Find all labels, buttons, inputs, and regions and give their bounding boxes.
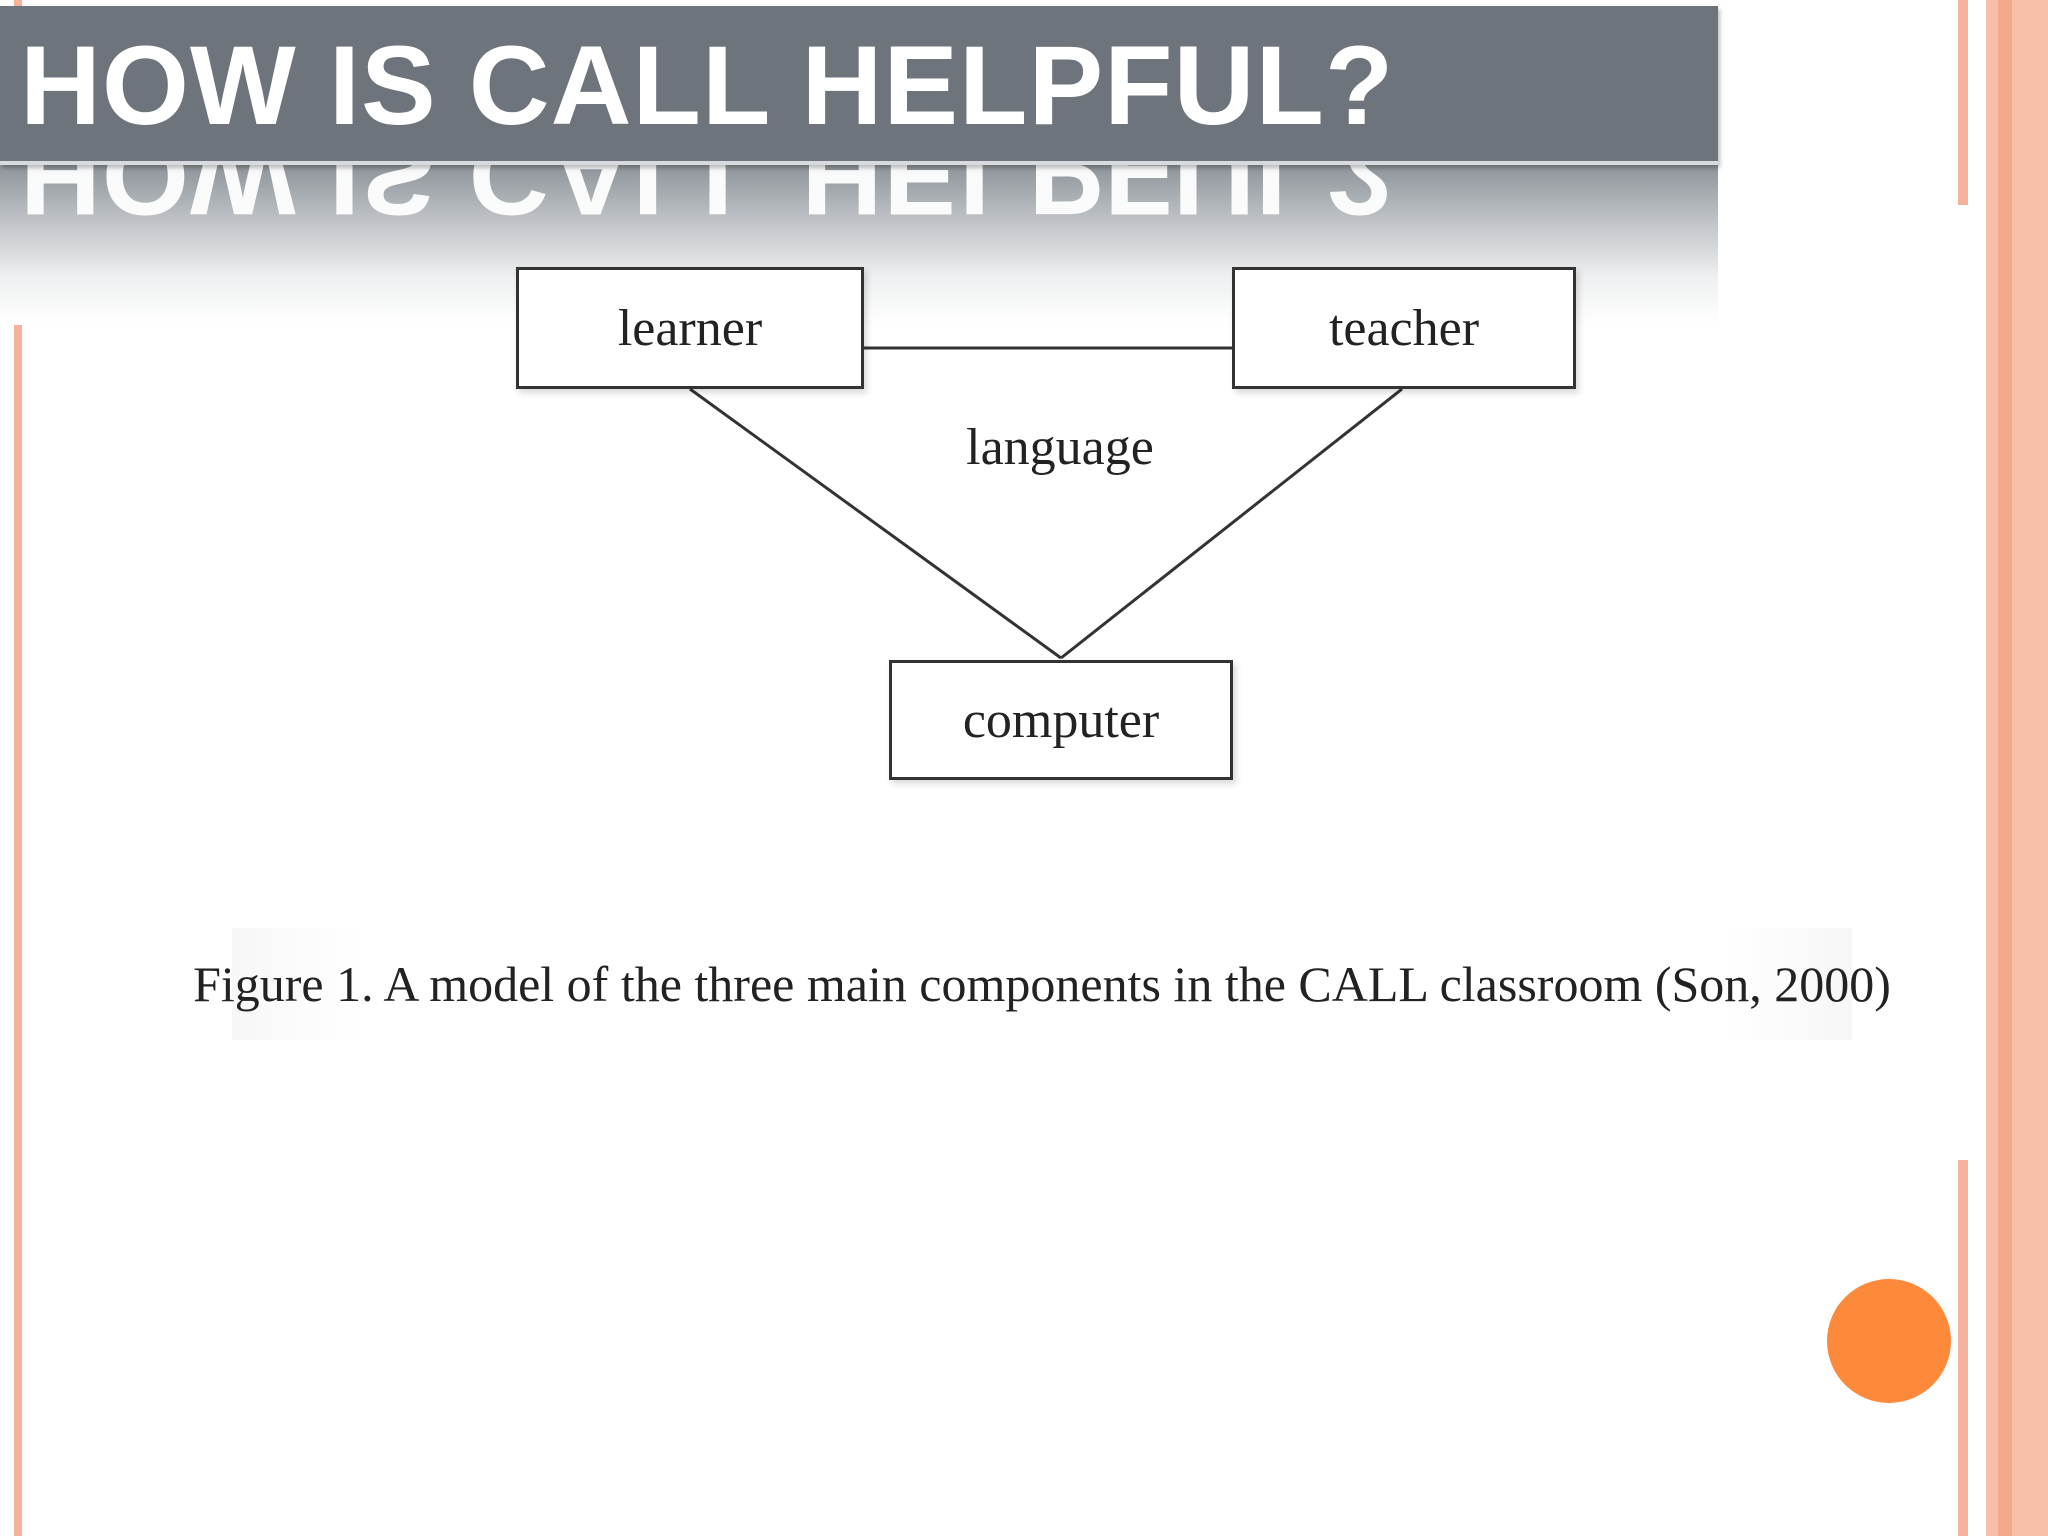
language-label: language [966, 419, 1154, 476]
learner-computer-connector [689, 387, 1062, 660]
computer-node-label: computer [962, 691, 1160, 749]
teacher-node-label: teacher [1328, 299, 1480, 357]
learner-node-label: learner [617, 299, 763, 357]
title-bar: HOW IS CALL HELPFUL? [0, 6, 1718, 165]
teacher-node: teacher [1232, 267, 1576, 389]
learner-node: learner [516, 267, 864, 389]
teacher-computer-connector [1060, 387, 1403, 660]
left-decorative-rule [14, 0, 22, 1536]
figure-caption: Figure 1. A model of the three main comp… [193, 928, 1891, 1040]
right-decorative-rule-top [1958, 0, 1968, 205]
computer-node: computer [889, 660, 1233, 780]
slide-title: HOW IS CALL HELPFUL? [20, 23, 1395, 148]
orange-circle-decoration [1827, 1279, 1951, 1403]
right-decorative-band [1986, 0, 2048, 1536]
right-decorative-rule-bottom [1958, 1160, 1968, 1536]
